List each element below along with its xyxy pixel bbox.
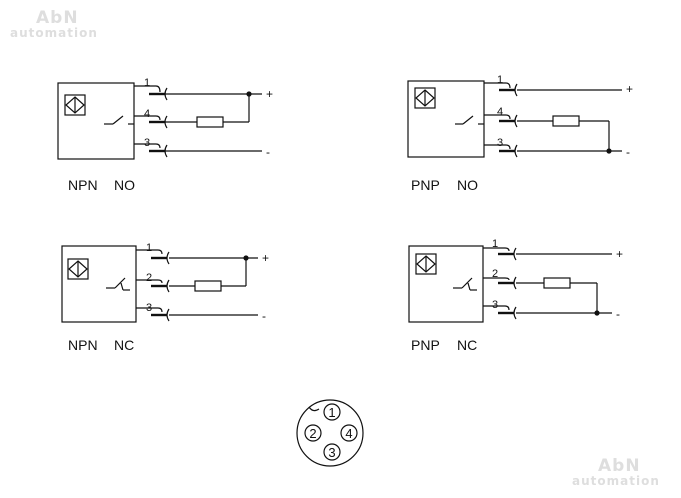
- pin-label: 3: [497, 137, 503, 149]
- pin-label: 4: [144, 108, 150, 120]
- connector-pin-3: [323, 443, 341, 461]
- contact-type-label: NC: [114, 337, 134, 353]
- wire-pin-2: [483, 276, 600, 316]
- pin-label: 1: [144, 77, 150, 89]
- connector-pin-1: [323, 403, 341, 421]
- output-type-label: NPN: [68, 337, 98, 353]
- pin-label: 1: [497, 74, 503, 86]
- pin-label: 2: [146, 272, 152, 284]
- positive-terminal: +: [266, 87, 273, 101]
- output-type-label: NPN: [68, 177, 98, 193]
- wire-pin-1: [483, 247, 612, 261]
- proximity-sensor-icon: [67, 258, 89, 280]
- sensor-body: [408, 245, 484, 323]
- load-resistor: [543, 277, 571, 289]
- negative-terminal: -: [266, 145, 270, 159]
- wire-pin-2: [136, 255, 249, 293]
- pin-label: 1: [146, 242, 152, 254]
- positive-terminal: +: [616, 247, 623, 261]
- wire-pin-3: [483, 305, 612, 320]
- connector-face: [296, 399, 364, 467]
- load-resistor: [196, 116, 224, 128]
- pin-label: 4: [497, 106, 503, 118]
- watermark-brand: AbN: [598, 456, 641, 476]
- diagram-pnp-nc: 1 2 3 + - PNP NC: [408, 238, 623, 353]
- connector-key-notch: [308, 406, 320, 412]
- output-type-label: PNP: [411, 337, 440, 353]
- junction-dot: [243, 255, 249, 261]
- connector-pin-number: 2: [309, 426, 316, 441]
- pin-label: 3: [146, 302, 152, 314]
- output-type-label: PNP: [411, 177, 440, 193]
- sensor-body: [61, 245, 137, 323]
- pin-label: 3: [144, 137, 150, 149]
- pin-label: 2: [492, 268, 498, 280]
- negative-terminal: -: [626, 145, 630, 159]
- switch-nc-icon: [106, 277, 130, 291]
- negative-terminal: -: [262, 309, 266, 323]
- contact-type-label: NC: [457, 337, 477, 353]
- wire-pin-3: [134, 143, 262, 158]
- diagram-npn-nc: 1 2 3 + - NPN NC: [61, 242, 269, 353]
- watermark-top-left: AbN automation: [10, 8, 98, 40]
- wire-pin-1: [134, 85, 262, 101]
- switch-nc-icon: [453, 277, 477, 291]
- connector-pin-number: 4: [345, 426, 352, 441]
- connector-pin-number: 3: [328, 445, 335, 460]
- wire-pin-3: [136, 307, 258, 322]
- contact-type-label: NO: [114, 177, 135, 193]
- contact-type-label: NO: [457, 177, 478, 193]
- switch-no-icon: [455, 115, 484, 125]
- wire-pin-4: [484, 114, 612, 154]
- positive-terminal: +: [626, 82, 633, 96]
- diagram-npn-no: 1 4 3 + - NPN NO: [57, 77, 273, 193]
- pin-label: 3: [492, 299, 498, 311]
- switch-no-icon: [104, 115, 134, 125]
- wire-pin-3: [484, 144, 622, 158]
- connector-pin-number: 1: [328, 405, 335, 420]
- junction-dot: [246, 91, 252, 97]
- watermark-bottom-right: AbN automation: [572, 456, 660, 488]
- wire-pin-1: [484, 82, 622, 97]
- connector-pin-4: [340, 424, 358, 442]
- connector-pin-2: [304, 424, 322, 442]
- diagram-pnp-no: 1 4 3 + - PNP NO: [407, 74, 633, 193]
- proximity-sensor-icon: [414, 87, 436, 109]
- wire-pin-1: [136, 249, 258, 265]
- watermark-sub: automation: [572, 474, 660, 488]
- wire-pin-4: [134, 91, 252, 129]
- positive-terminal: +: [262, 251, 269, 265]
- pin-label: 1: [492, 238, 498, 250]
- connector-pinout: 1 2 3 4: [296, 399, 364, 467]
- sensor-body: [407, 80, 485, 158]
- load-resistor: [194, 280, 222, 292]
- proximity-sensor-icon: [415, 253, 437, 275]
- negative-terminal: -: [616, 307, 620, 321]
- sensor-body: [57, 82, 135, 160]
- watermark-sub: automation: [10, 26, 98, 40]
- watermark-brand: AbN: [36, 8, 79, 28]
- load-resistor: [552, 115, 580, 127]
- proximity-sensor-icon: [64, 94, 86, 116]
